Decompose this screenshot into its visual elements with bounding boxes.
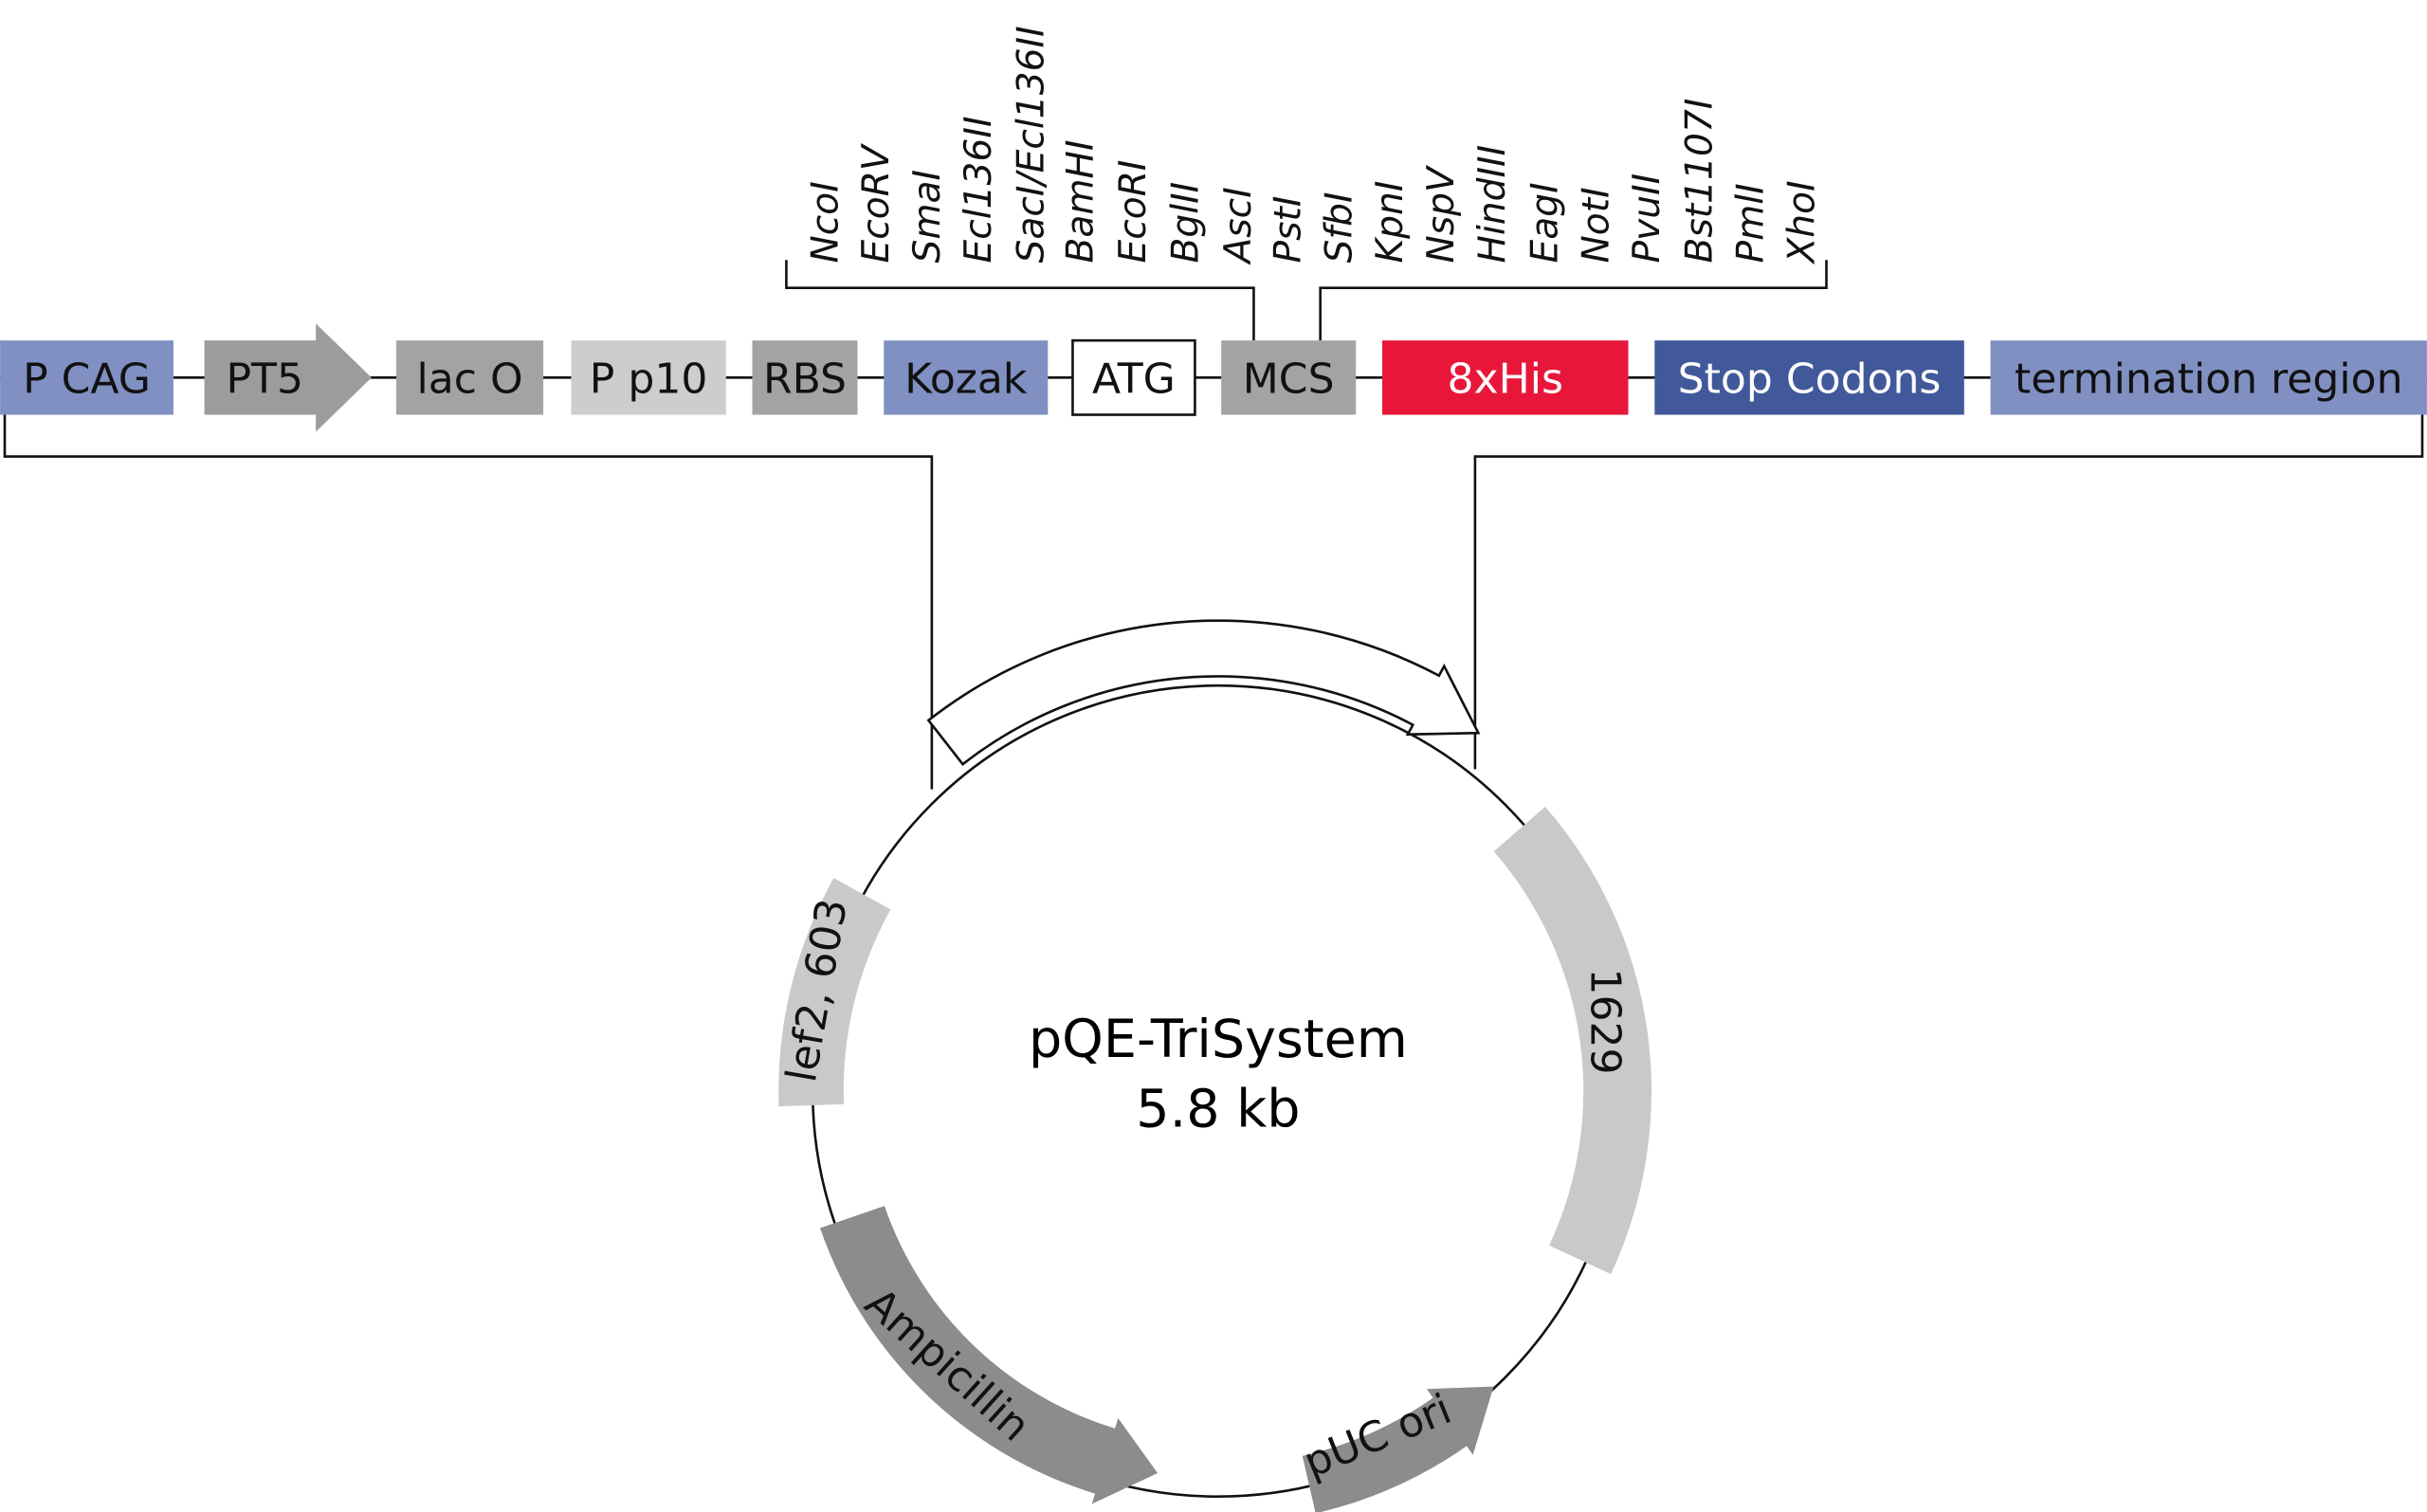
restriction-site-label: AscI [1217, 187, 1260, 265]
restriction-site-label: PmlI [1730, 183, 1773, 263]
element-label: P CAG [23, 355, 151, 403]
element-box [396, 340, 544, 415]
mcs-bracket-left [785, 260, 1255, 341]
feature-arc [778, 878, 891, 1107]
feature-arc [820, 1206, 1159, 1504]
cassette-element: MCS [1221, 340, 1357, 415]
plasmid-feature: Ampicillin [820, 1206, 1159, 1504]
element-label: P p10 [590, 355, 708, 403]
cassette-element: RBS [752, 340, 858, 415]
cassette-element: lac O [396, 340, 544, 415]
plasmid-name: pQE-TriSystem [1029, 1009, 1408, 1070]
restriction-site-label: Bst1107I [1679, 99, 1722, 264]
plasmid-features: lef2, 603 1629 pUC ori Ampicillin [777, 619, 1652, 1512]
element-box [1221, 340, 1357, 415]
restriction-site-label: PstI [1267, 196, 1309, 264]
element-box [1381, 340, 1629, 415]
insert-bracket-left [3, 414, 934, 790]
cassette-element: termination region [1990, 340, 2427, 415]
restriction-site-label: SfbI [1318, 191, 1360, 263]
plasmid-size: 5.8 kb [1136, 1078, 1300, 1139]
cassette-element: Kozak [884, 340, 1049, 415]
restriction-site-label: HindIII [1471, 145, 1514, 264]
cassette-element: ATG [1071, 338, 1196, 416]
element-box [571, 340, 726, 415]
element-box [1071, 338, 1196, 416]
element-label: ATG [1092, 355, 1176, 403]
cassette-element: 8xHis [1381, 340, 1629, 415]
pt5-arrow [204, 323, 372, 432]
cassette-element: P CAG [0, 340, 173, 415]
element-label: termination region [2015, 355, 2403, 403]
restriction-site-label: XhoI [1780, 180, 1823, 264]
element-label: RBS [763, 355, 847, 403]
element-box [1654, 340, 1964, 415]
cassette-element: Stop Codons [1654, 340, 1964, 415]
plasmid-feature [926, 619, 1481, 767]
mcs-bracket-right [1319, 260, 1828, 341]
cassette-element: P p10 [571, 340, 726, 415]
restriction-site-label: NspV [1420, 164, 1463, 264]
feature-arc [1493, 807, 1652, 1275]
element-box [0, 340, 173, 415]
feature-arc [926, 619, 1481, 767]
element-label: Stop Codons [1678, 355, 1942, 403]
plasmid-feature: pUC ori [1297, 1385, 1494, 1512]
restriction-site-label: NcoI [804, 181, 847, 263]
element-label: MCS [1243, 355, 1335, 403]
restriction-site-label: KpnI [1369, 181, 1412, 264]
plasmid-feature: 1629 [1493, 807, 1652, 1275]
expression-cassette: P CAG PT5 lac O P p10 RBS Kozak ATG MCS 8xHis Sto… [0, 323, 2427, 432]
element-box [752, 340, 858, 415]
restriction-site-label: NotI [1575, 187, 1617, 263]
restriction-site-label: EcoRI [1112, 160, 1155, 264]
restriction-site-label: BglII [1165, 182, 1208, 264]
restriction-site-label: SmaI [906, 170, 949, 264]
restriction-site-label: BamHI [1060, 139, 1103, 263]
plasmid-feature: lef2, 603 [777, 878, 891, 1107]
restriction-site-label: PvuII [1626, 173, 1669, 264]
restriction-site-label: EcoRV [855, 142, 898, 263]
element-box [1990, 340, 2427, 415]
element-label: PT5 [226, 355, 303, 403]
restriction-site-label: SacI/Ecl136II [1010, 26, 1052, 263]
element-label: 8xHis [1448, 355, 1563, 403]
feature-label: Ampicillin [855, 1279, 1038, 1450]
restriction-site-label: EagI [1524, 182, 1566, 263]
restriction-site-label: Ecl136II [958, 116, 1000, 263]
element-label: Kozak [904, 355, 1028, 403]
element-box [884, 340, 1049, 415]
feature-label: 1629 [1581, 968, 1630, 1074]
element-label: lac O [416, 355, 522, 403]
insert-bracket-right [1473, 414, 2424, 770]
feature-arc [1302, 1386, 1494, 1512]
cassette-element: PT5 [204, 323, 372, 432]
